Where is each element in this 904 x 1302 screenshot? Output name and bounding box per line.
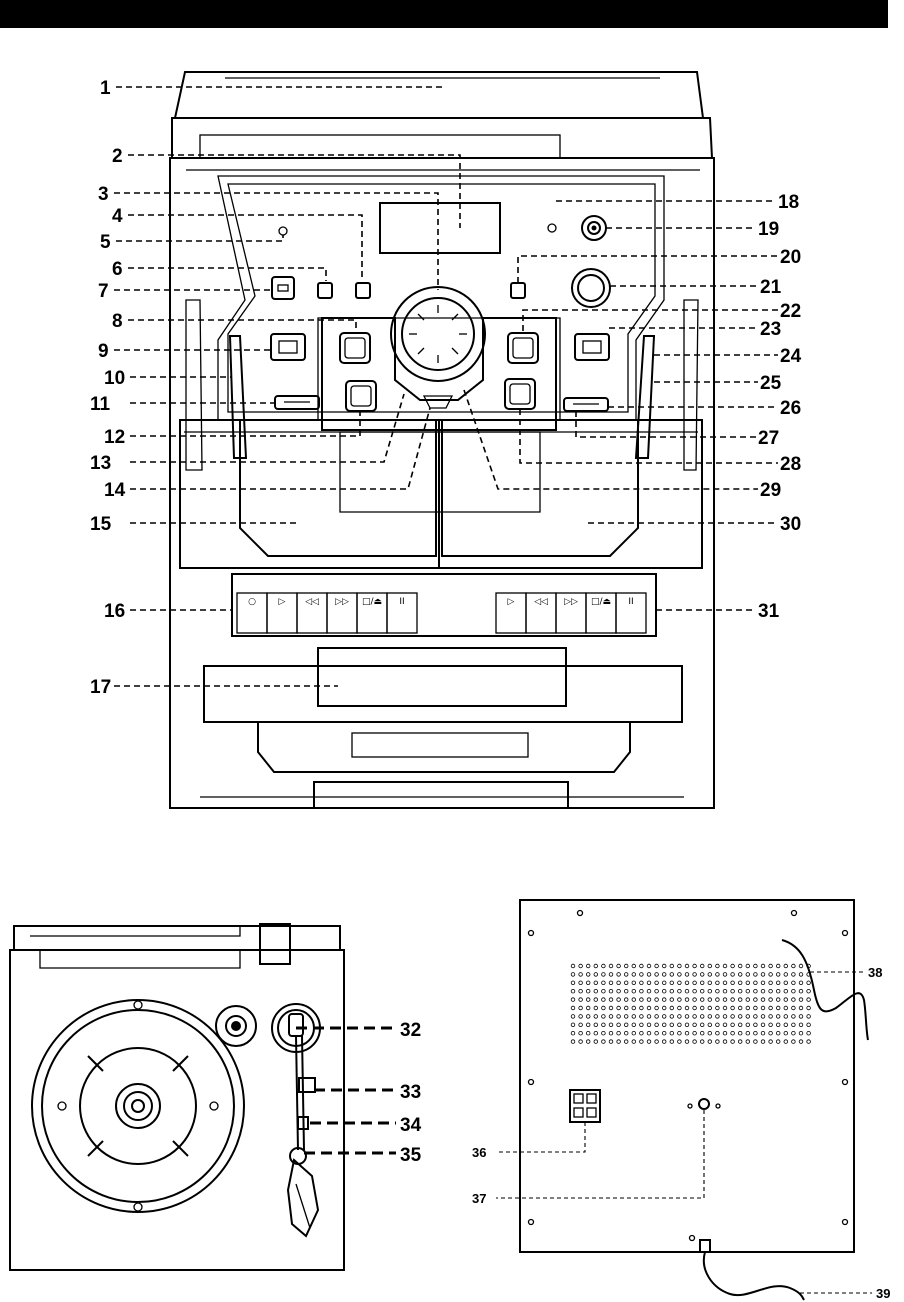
remote-sensor bbox=[548, 224, 556, 232]
callout-1: 1 bbox=[100, 78, 111, 99]
turntable-lid bbox=[175, 72, 703, 118]
deck-right-buttons: ▷ ◁◁ ▷▷ □/⏏ II bbox=[496, 593, 646, 633]
rear-view bbox=[520, 900, 868, 1300]
deck-button-label: □/⏏ bbox=[362, 597, 382, 607]
lid-hinge bbox=[260, 924, 290, 964]
callout-5: 5 bbox=[100, 232, 111, 253]
callout-26: 26 bbox=[780, 398, 801, 419]
callout-37: 37 bbox=[472, 1191, 486, 1206]
deck-button-label: ◁◁ bbox=[305, 597, 319, 607]
deck-button-label: II bbox=[628, 597, 633, 607]
arm-rest bbox=[290, 1148, 306, 1164]
callout-2: 2 bbox=[112, 146, 123, 167]
button-6[interactable] bbox=[318, 283, 332, 298]
callout-28: 28 bbox=[780, 454, 801, 475]
antenna-socket bbox=[699, 1099, 709, 1109]
front-labels: 1 2 3 4 5 6 7 8 9 10 11 12 13 14 15 16 1… bbox=[90, 78, 802, 698]
callout-24: 24 bbox=[780, 346, 802, 367]
platter bbox=[32, 1000, 244, 1212]
callout-14: 14 bbox=[104, 480, 126, 501]
callout-27: 27 bbox=[758, 428, 779, 449]
rear-panel bbox=[520, 900, 854, 1252]
dial-release[interactable] bbox=[424, 396, 452, 408]
callout-38: 38 bbox=[868, 965, 882, 980]
callout-6: 6 bbox=[112, 259, 123, 280]
turntable-view bbox=[10, 924, 344, 1270]
deck-button-label: ◁◁ bbox=[534, 597, 548, 607]
cartridge bbox=[288, 1160, 318, 1236]
lid-hinge-band bbox=[172, 118, 712, 158]
callout-30: 30 bbox=[780, 514, 801, 535]
center-cluster bbox=[322, 318, 556, 430]
callout-39: 39 bbox=[876, 1286, 890, 1301]
button-20[interactable] bbox=[511, 283, 525, 298]
callout-36: 36 bbox=[472, 1145, 486, 1160]
left-slot bbox=[230, 336, 246, 458]
callout-33: 33 bbox=[400, 1082, 421, 1103]
button-4[interactable] bbox=[356, 283, 370, 298]
front-view: ○ ▷ ◁◁ ▷▷ □/⏏ II ▷ ◁◁ ▷▷ □/⏏ II bbox=[170, 72, 714, 808]
turntable-lid-edge bbox=[14, 926, 340, 950]
rear-leaders bbox=[496, 972, 872, 1293]
callout-21: 21 bbox=[760, 277, 782, 298]
base-foot bbox=[314, 782, 568, 808]
button-9[interactable] bbox=[271, 334, 305, 360]
turntable-labels: 32 33 34 35 bbox=[400, 1020, 422, 1166]
callout-34: 34 bbox=[400, 1115, 422, 1136]
power-cord bbox=[704, 1252, 804, 1300]
callout-7: 7 bbox=[98, 281, 109, 302]
callout-4: 4 bbox=[112, 206, 123, 227]
power-button[interactable] bbox=[272, 277, 294, 299]
deck-left-buttons: ○ ▷ ◁◁ ▷▷ □/⏏ II bbox=[237, 593, 417, 633]
tonearm[interactable] bbox=[296, 1036, 298, 1150]
deck-button-label: ▷ bbox=[279, 597, 286, 607]
callout-10: 10 bbox=[104, 368, 125, 389]
callout-11: 11 bbox=[90, 394, 111, 415]
callout-35: 35 bbox=[400, 1145, 422, 1166]
callout-25: 25 bbox=[760, 373, 782, 394]
screw-holes bbox=[529, 911, 848, 1241]
callout-32: 32 bbox=[400, 1020, 421, 1041]
callout-17: 17 bbox=[90, 677, 111, 698]
deck-button-label: ○ bbox=[248, 597, 256, 607]
deck-button-label: ▷▷ bbox=[564, 597, 578, 607]
callout-16: 16 bbox=[104, 601, 125, 622]
callout-15: 15 bbox=[90, 514, 112, 535]
deck-button-label: □/⏏ bbox=[591, 597, 611, 607]
callout-9: 9 bbox=[98, 341, 109, 362]
callout-19: 19 bbox=[758, 219, 779, 240]
lower-bay bbox=[258, 722, 630, 772]
deck-button-label: ▷▷ bbox=[335, 597, 349, 607]
button-23[interactable] bbox=[575, 334, 609, 360]
callout-20: 20 bbox=[780, 247, 801, 268]
callout-18: 18 bbox=[778, 192, 799, 213]
callout-31: 31 bbox=[758, 601, 780, 622]
lcd-display bbox=[380, 203, 500, 253]
callout-8: 8 bbox=[112, 311, 123, 332]
dial-marks bbox=[409, 305, 467, 363]
vent-grid bbox=[571, 964, 810, 1043]
deck-button-label: II bbox=[399, 597, 404, 607]
arm-lift-lever[interactable] bbox=[299, 1078, 315, 1092]
power-indicator bbox=[279, 227, 287, 235]
callout-13: 13 bbox=[90, 453, 111, 474]
tuning-dial-outer bbox=[391, 287, 485, 381]
callout-22: 22 bbox=[780, 301, 801, 322]
callout-12: 12 bbox=[104, 427, 125, 448]
front-leaders bbox=[114, 87, 778, 686]
cd-area bbox=[204, 666, 682, 722]
callout-23: 23 bbox=[760, 319, 781, 340]
deck-button-label: ▷ bbox=[508, 597, 515, 607]
cassette-door-left[interactable] bbox=[240, 420, 436, 556]
cd-tray[interactable] bbox=[318, 648, 566, 706]
callout-3: 3 bbox=[98, 184, 109, 205]
callout-29: 29 bbox=[760, 480, 781, 501]
